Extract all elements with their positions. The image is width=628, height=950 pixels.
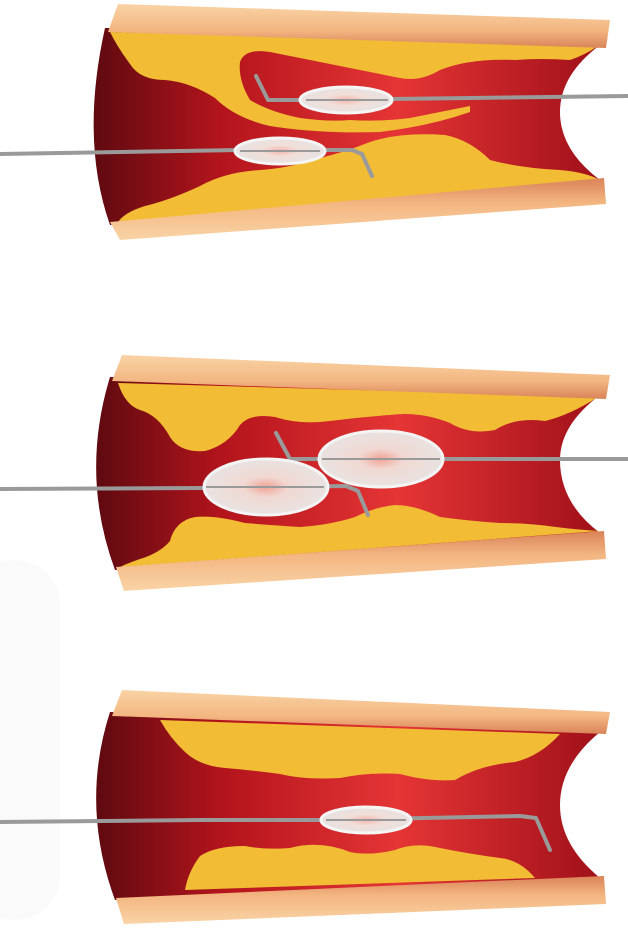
vessel-illustration <box>0 690 628 950</box>
vessel-panel-deflated <box>0 0 628 260</box>
vessel-illustration <box>0 0 628 260</box>
angioplasty-diagram <box>0 0 628 925</box>
vessel-panel-widened <box>0 690 628 950</box>
vessel-panel-inflated <box>0 355 628 615</box>
vessel-illustration <box>0 355 628 615</box>
